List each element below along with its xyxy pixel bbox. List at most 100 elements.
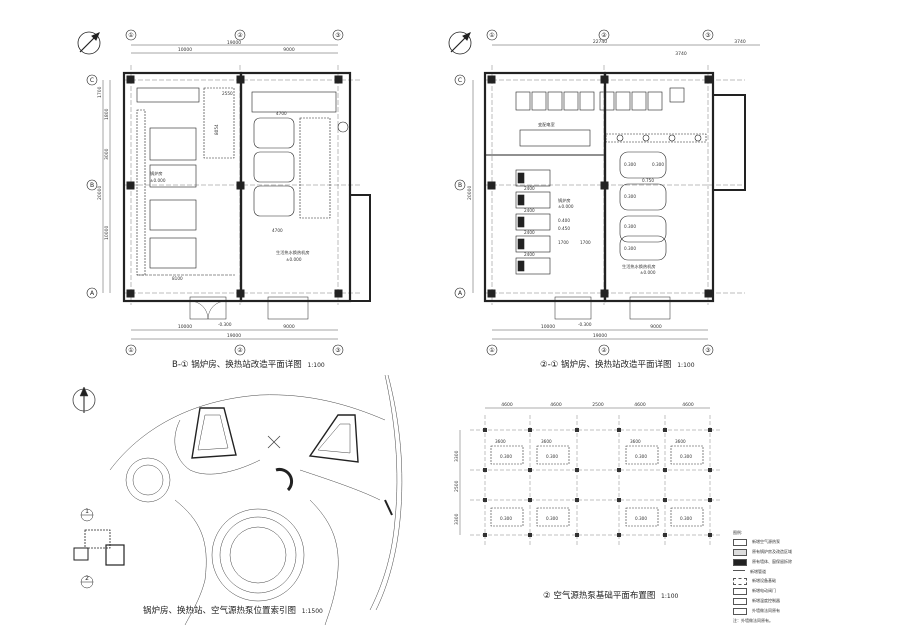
room-level: ±0.000 <box>150 178 166 183</box>
legend-item: 原有墙体、窗保留拆除 <box>733 559 883 566</box>
axis-label: ① <box>128 347 133 354</box>
plan-a-walls <box>122 65 371 320</box>
dim-text: 1700 <box>580 240 591 245</box>
equip-level: 0.300 <box>624 194 636 199</box>
caption-title: 锅炉房、换热站改造平面详图 <box>191 360 302 370</box>
north-arrow-icon <box>77 31 101 55</box>
plan-a-axes-left: C B A <box>86 74 98 299</box>
dim-text: 4700 <box>272 228 283 233</box>
site-caption: 锅炉房、换热站、空气源热泵位置索引图 1:1500 <box>143 604 323 616</box>
legend-swatch <box>733 588 747 595</box>
axis-label: ③ <box>335 347 340 354</box>
equip-level: 0.300 <box>624 162 636 167</box>
pad-dim: 3600 <box>495 439 506 444</box>
dim-text: 4600 <box>634 402 646 408</box>
plan-b-axes-left: C B A <box>454 74 466 299</box>
caption-title: 锅炉房、换热站、空气源热泵位置索引图 <box>143 606 297 616</box>
dim-text: 2400 <box>524 252 535 257</box>
legend: 图例: 新增空气源热泵 原有锅炉房及改造区域 原有墙体、窗保留拆除 新增管道 新… <box>733 530 883 624</box>
plan-b: ① ② ③ ① ② ③ C B A 3740 22740 3740 <box>448 29 760 356</box>
caption-scale: 1:100 <box>677 362 695 369</box>
axis-label: ① <box>128 32 133 39</box>
index-bubble: 2 <box>85 575 89 582</box>
dim-text: 8100 <box>172 276 183 281</box>
foundation-pads <box>490 445 704 527</box>
caption-marker: ②-① <box>540 360 559 370</box>
legend-swatch <box>733 539 747 546</box>
level-text: -0.300 <box>218 322 232 327</box>
axis-label: A <box>458 290 463 297</box>
room-level: ±0.000 <box>558 204 574 209</box>
axis-label: ② <box>237 32 243 39</box>
axis-label: ① <box>489 347 494 354</box>
room-label: 生活热水换热机房 <box>622 263 656 270</box>
pad-level: 0.300 <box>635 454 647 459</box>
legend-swatch <box>733 578 747 585</box>
caption-scale: 1:1500 <box>301 608 323 615</box>
dim-text: 3300 <box>454 450 460 462</box>
dim-text: 19000 <box>227 333 241 339</box>
plan-b-axes-top: ① ② ③ <box>486 29 714 41</box>
dim-text: 10000 <box>541 324 555 330</box>
dim-text: 4700 <box>276 111 287 116</box>
plan-b-axes-bottom: ① ② ③ <box>486 344 714 356</box>
site-plan: 1 2 <box>72 374 403 626</box>
foundation-dims: 4600 4600 2500 4600 4600 3300 2500 3300 <box>454 402 710 535</box>
dim-text: 3300 <box>454 513 460 525</box>
dim-text: 0.400 <box>558 218 570 223</box>
dim-text: 4600 <box>682 402 694 408</box>
room-label: 变配电室 <box>538 121 555 128</box>
plan-a-axes-bottom: ① ② ③ <box>125 344 344 356</box>
axis-label: ② <box>237 347 243 354</box>
axis-label: C <box>458 77 462 84</box>
dim-text: 1700 <box>558 240 569 245</box>
axis-label: A <box>90 290 95 297</box>
axis-label: ③ <box>335 32 340 39</box>
plan-b-walls <box>483 65 746 320</box>
plan-a-dims-bottom: 10000 9000 19000 <box>131 324 338 340</box>
axis-label: ② <box>601 347 607 354</box>
legend-item: 新增电动阀门 <box>733 588 883 595</box>
dim-text: 10000 <box>178 324 192 330</box>
pad-dim: 3600 <box>630 439 641 444</box>
dim-text: 3740 <box>675 51 687 57</box>
caption-marker: B-① <box>172 360 189 370</box>
dim-text: 10000 <box>178 47 192 53</box>
pad-level: 0.300 <box>500 454 512 459</box>
dim-text: 22740 <box>593 39 607 45</box>
legend-swatch <box>733 608 747 615</box>
dim-text: 20000 <box>467 186 473 200</box>
dim-text: 9000 <box>650 324 662 330</box>
plan-a-exchanger-equipment <box>251 91 349 219</box>
caption-title: 空气源热泵基础平面布置图 <box>553 591 656 601</box>
foundation-grid <box>470 415 720 545</box>
axis-label: C <box>90 77 94 84</box>
pad-level: 0.300 <box>680 454 692 459</box>
dim-text: 9000 <box>283 324 295 330</box>
legend-item: 新增管道 <box>733 569 883 575</box>
legend-item: 外墙做法同原有 <box>733 608 883 615</box>
pad-dim: 3600 <box>675 439 686 444</box>
foundation-plan: 4600 4600 2500 4600 4600 3300 2500 3300 <box>454 402 720 545</box>
dim-text: 3000 <box>104 148 110 160</box>
dim-text: 0.750 <box>642 178 654 183</box>
equip-level: 0.300 <box>624 246 636 251</box>
room-label: 锅炉房 <box>558 197 571 204</box>
equip-level: 0.300 <box>624 224 636 229</box>
dim-text: 2500 <box>454 480 460 492</box>
foundation-pad-labels: 3600 3600 3600 3600 0.300 0.300 0.300 0.… <box>495 439 692 521</box>
dim-text: 8054 <box>214 124 219 135</box>
plan-a-boiler-equipment <box>136 87 235 276</box>
index-bubble: 1 <box>85 508 89 515</box>
foundation-columns <box>483 428 712 537</box>
pad-level: 0.300 <box>546 516 558 521</box>
dim-text: 2400 <box>524 208 535 213</box>
room-level: ±0.000 <box>286 257 302 262</box>
caption-marker: ② <box>543 591 551 601</box>
level-text: -0.300 <box>578 322 592 327</box>
dim-text: 9000 <box>283 47 295 53</box>
plan-b-exchangers <box>605 133 707 261</box>
dim-text: 2400 <box>524 186 535 191</box>
dim-text: 0.450 <box>558 226 570 231</box>
